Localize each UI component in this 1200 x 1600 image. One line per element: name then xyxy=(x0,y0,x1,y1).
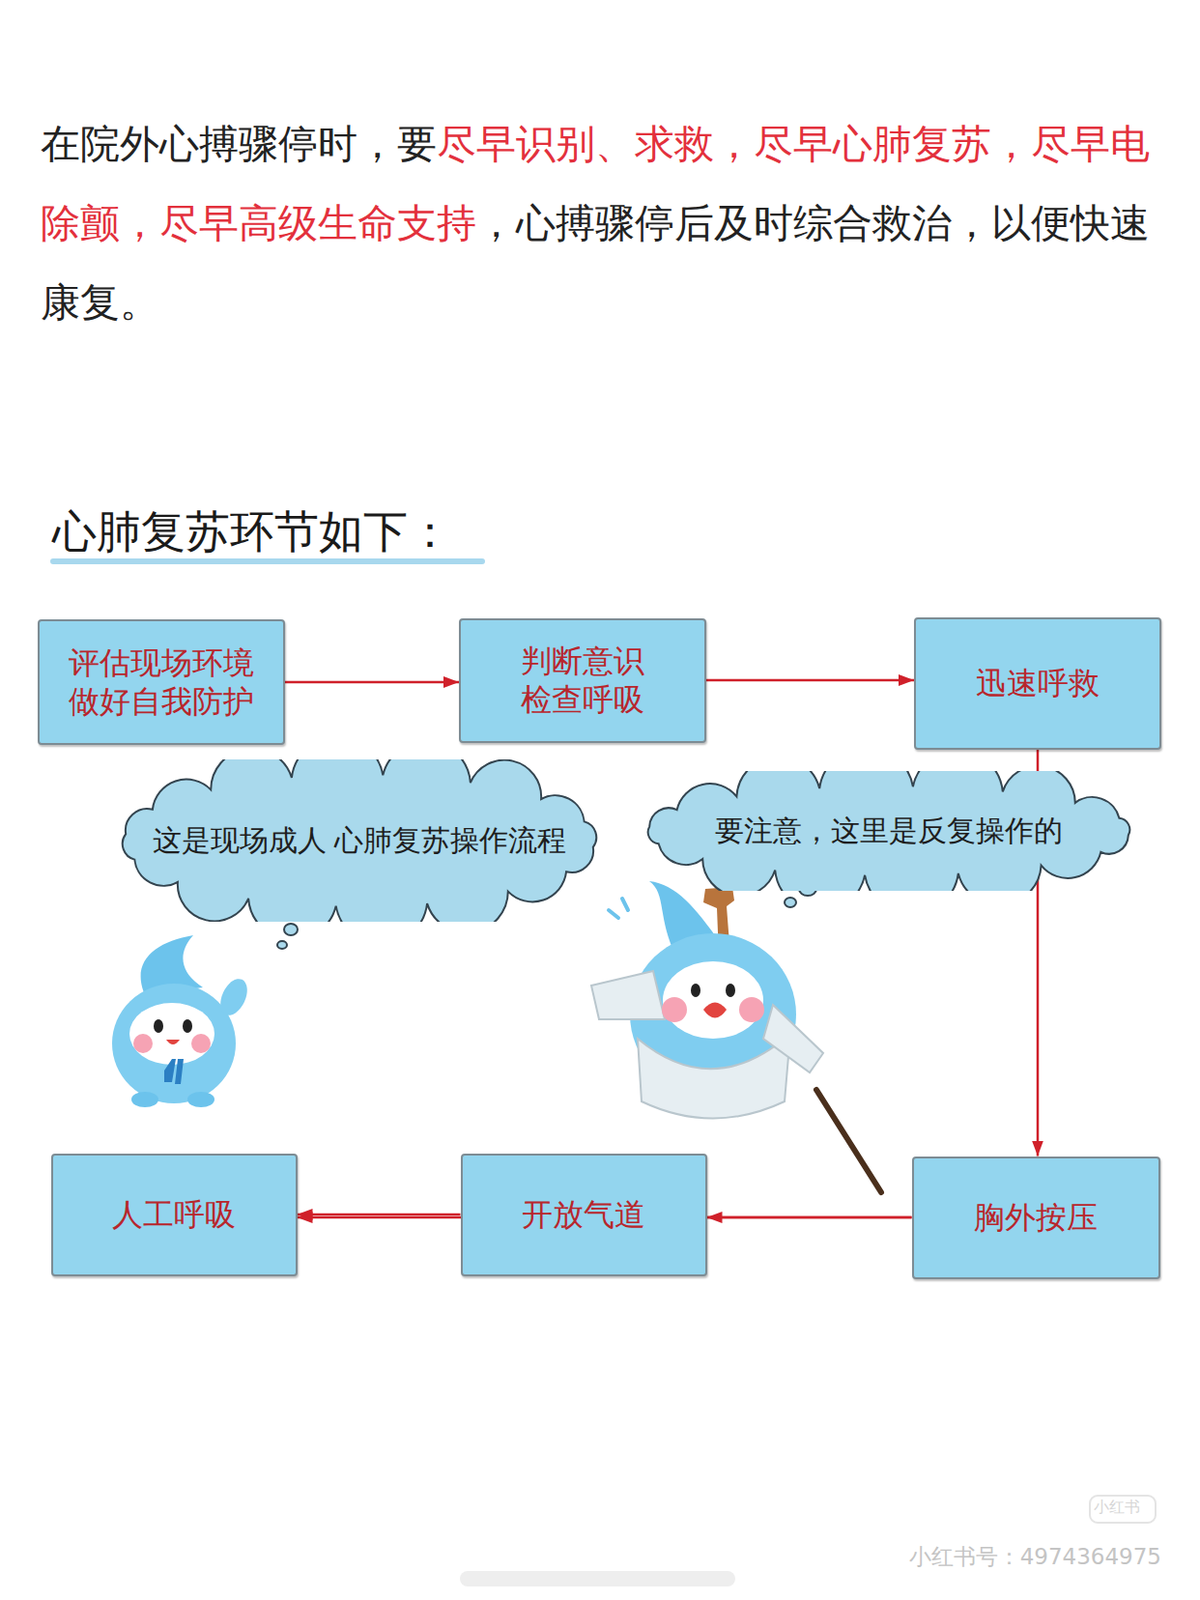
box-label: 判断意识 检查呼吸 xyxy=(479,641,686,719)
mascot xyxy=(112,935,253,1108)
process-box: 评估现场环境 做好自我防护 xyxy=(37,619,286,745)
cloud-text: 要注意，这里是反复操作的 xyxy=(714,812,1063,850)
scholar-mascot xyxy=(591,881,882,1193)
box-label: 评估现场环境 做好自我防护 xyxy=(57,643,265,721)
process-box: 胸外按压 xyxy=(912,1156,1161,1280)
flow-arrow xyxy=(706,679,915,683)
process-box: 迅速呼救 xyxy=(914,617,1162,750)
flow-arrow xyxy=(297,1213,461,1217)
process-box: 判断意识 检查呼吸 xyxy=(458,618,707,743)
box-label: 胸外按压 xyxy=(973,1198,1098,1237)
cloud-text: 这是现场成人 心肺复苏操作流程 xyxy=(152,822,567,859)
bottom-bar xyxy=(459,1571,736,1587)
watermark: 小红书号：4974364975 xyxy=(909,1542,1162,1572)
process-box: 人工呼吸 xyxy=(51,1153,298,1277)
watermark-logo xyxy=(1089,1495,1156,1523)
box-label: 迅速呼救 xyxy=(975,663,1100,703)
process-box: 开放气道 xyxy=(460,1153,708,1277)
intro-paragraph: 在院外心搏骤停时，要尽早识别、求救，尽早心肺复苏，尽早电除颤，尽早高级生命支持，… xyxy=(40,104,1170,343)
title-underline xyxy=(50,558,486,565)
watermark-logo-text: 小红书 xyxy=(1093,1497,1141,1518)
flow-arrow xyxy=(285,681,459,685)
box-label: 人工呼吸 xyxy=(112,1195,236,1234)
speech-cloud: 要注意，这里是反复操作的 xyxy=(632,771,1145,891)
box-label: 开放气道 xyxy=(521,1195,646,1234)
paragraph-text: 在院外心搏骤停时，要 xyxy=(40,120,437,168)
speech-cloud: 这是现场成人 心肺复苏操作流程 xyxy=(109,759,610,922)
section-title: 心肺复苏环节如下： xyxy=(52,504,453,559)
